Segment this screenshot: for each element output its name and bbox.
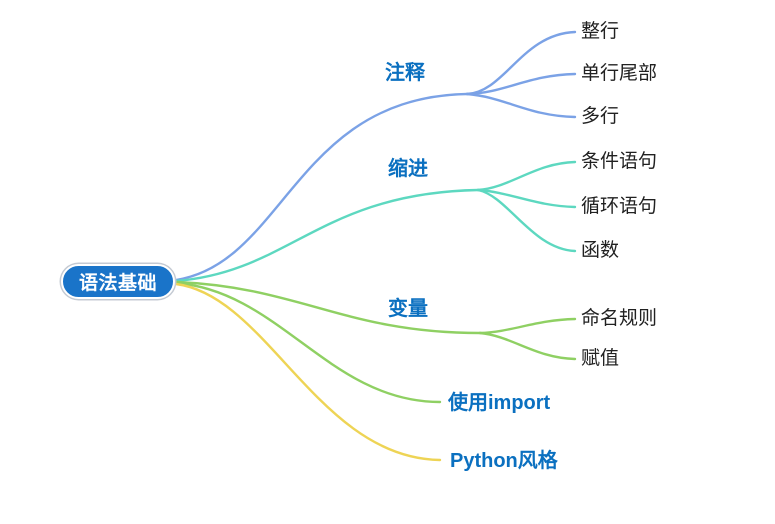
edges-branch-python-style	[174, 282, 442, 462]
edges-branch-indentation	[174, 160, 577, 283]
edge-comments-full-line	[465, 30, 577, 96]
edge-indentation-conditional	[476, 160, 577, 192]
branch-label-variables[interactable]: 变量	[388, 298, 428, 320]
leaf-label-full-line[interactable]: 整行	[581, 21, 620, 42]
branch-label-indentation[interactable]: 缩进	[388, 158, 428, 180]
leaf-label-conditional-statement[interactable]: 条件语句	[581, 151, 658, 172]
leaf-label-naming-rules[interactable]: 命名规则	[581, 308, 658, 329]
edge-variables-naming-rules	[478, 317, 577, 335]
edge-indentation-loop	[476, 188, 577, 209]
root-node-label: 语法基础	[78, 273, 157, 294]
leaf-label-function[interactable]: 函数	[581, 240, 620, 261]
branch-label-comments[interactable]: 注释	[385, 62, 425, 84]
root-node-syntax-basics[interactable]: 语法基础	[61, 264, 175, 299]
edges-branch-use-import	[174, 281, 442, 404]
edge-root-use-import	[174, 281, 442, 404]
edge-root-comments	[174, 92, 469, 282]
edge-variables-assignment	[478, 331, 577, 361]
leaf-label-multi-line[interactable]: 多行	[581, 106, 620, 127]
branch-label-use-import[interactable]: 使用import	[448, 392, 551, 414]
edge-root-python-style	[174, 282, 442, 462]
edge-comments-multi-line	[465, 92, 577, 119]
edge-root-indentation	[174, 188, 480, 283]
edge-comments-end-of-line	[465, 72, 577, 96]
leaf-label-end-of-line[interactable]: 单行尾部	[581, 63, 658, 84]
edges-branch-variables	[174, 280, 577, 361]
edge-root-variables	[174, 280, 482, 335]
edge-indentation-function	[476, 188, 577, 253]
branch-label-python-style[interactable]: Python风格	[450, 450, 558, 472]
leaf-label-loop-statement[interactable]: 循环语句	[581, 196, 658, 217]
edges-branch-comments	[174, 30, 577, 282]
leaf-label-assignment[interactable]: 赋值	[581, 348, 620, 369]
